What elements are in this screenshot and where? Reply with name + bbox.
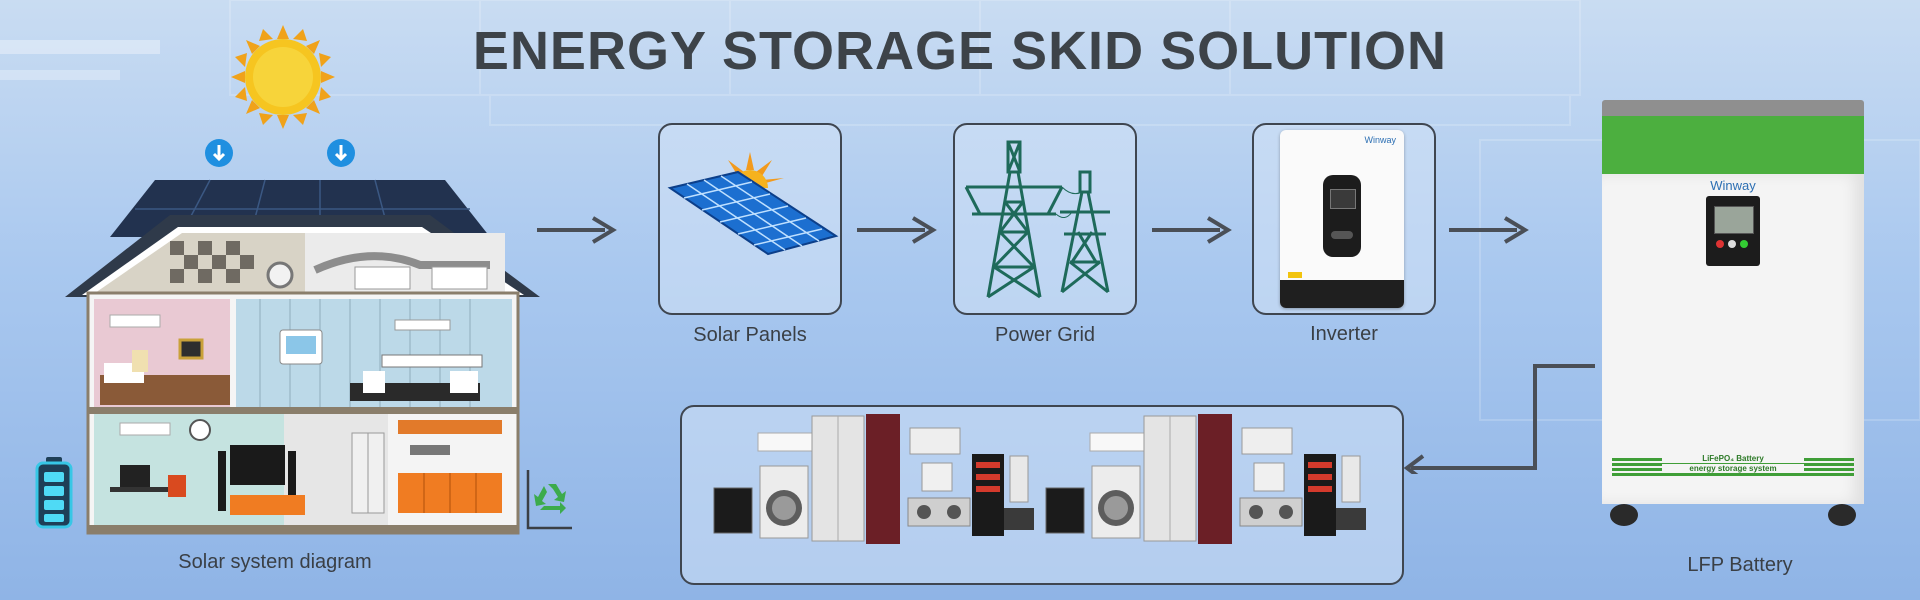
arrow-right-icon <box>857 216 937 244</box>
power-grid-caption: Power Grid <box>994 324 1096 346</box>
battery-level-icon <box>35 457 73 529</box>
down-arrow-icon <box>205 139 233 167</box>
battery-label-line2: energy storage system <box>1662 464 1804 473</box>
battery-logo: Winway <box>1710 178 1756 193</box>
arrow-right-icon <box>1449 216 1529 244</box>
battery-caption: LFP Battery <box>1687 554 1793 576</box>
recycle-icon <box>526 470 572 530</box>
power-tower-icon <box>964 140 1110 299</box>
return-arrow-icon <box>1403 364 1595 474</box>
inverter-unit: Winway <box>1280 130 1404 308</box>
sun-icon <box>231 25 335 129</box>
battery-cabinet: Winway LiFePO₄ Battery energy storage sy… <box>1602 100 1864 530</box>
solar-panel-icon <box>667 152 839 256</box>
inverter-logo: Winway <box>1364 135 1396 145</box>
inverter-caption: Inverter <box>1310 323 1378 345</box>
solar-panels-caption: Solar Panels <box>693 324 807 346</box>
inverter-display <box>1323 175 1361 257</box>
house-caption: Solar system diagram <box>178 551 372 573</box>
page-title: ENERGY STORAGE SKID SOLUTION <box>472 21 1448 81</box>
inverter-base <box>1280 280 1404 308</box>
battery-label-line1: LiFePO₄ Battery <box>1662 454 1804 463</box>
arrow-right-icon <box>1152 216 1232 244</box>
home-appliances-image <box>713 413 1367 545</box>
house-diagram <box>65 179 540 535</box>
battery-control-panel <box>1706 196 1760 266</box>
down-arrow-icon <box>327 139 355 167</box>
arrow-right-icon <box>537 216 617 244</box>
